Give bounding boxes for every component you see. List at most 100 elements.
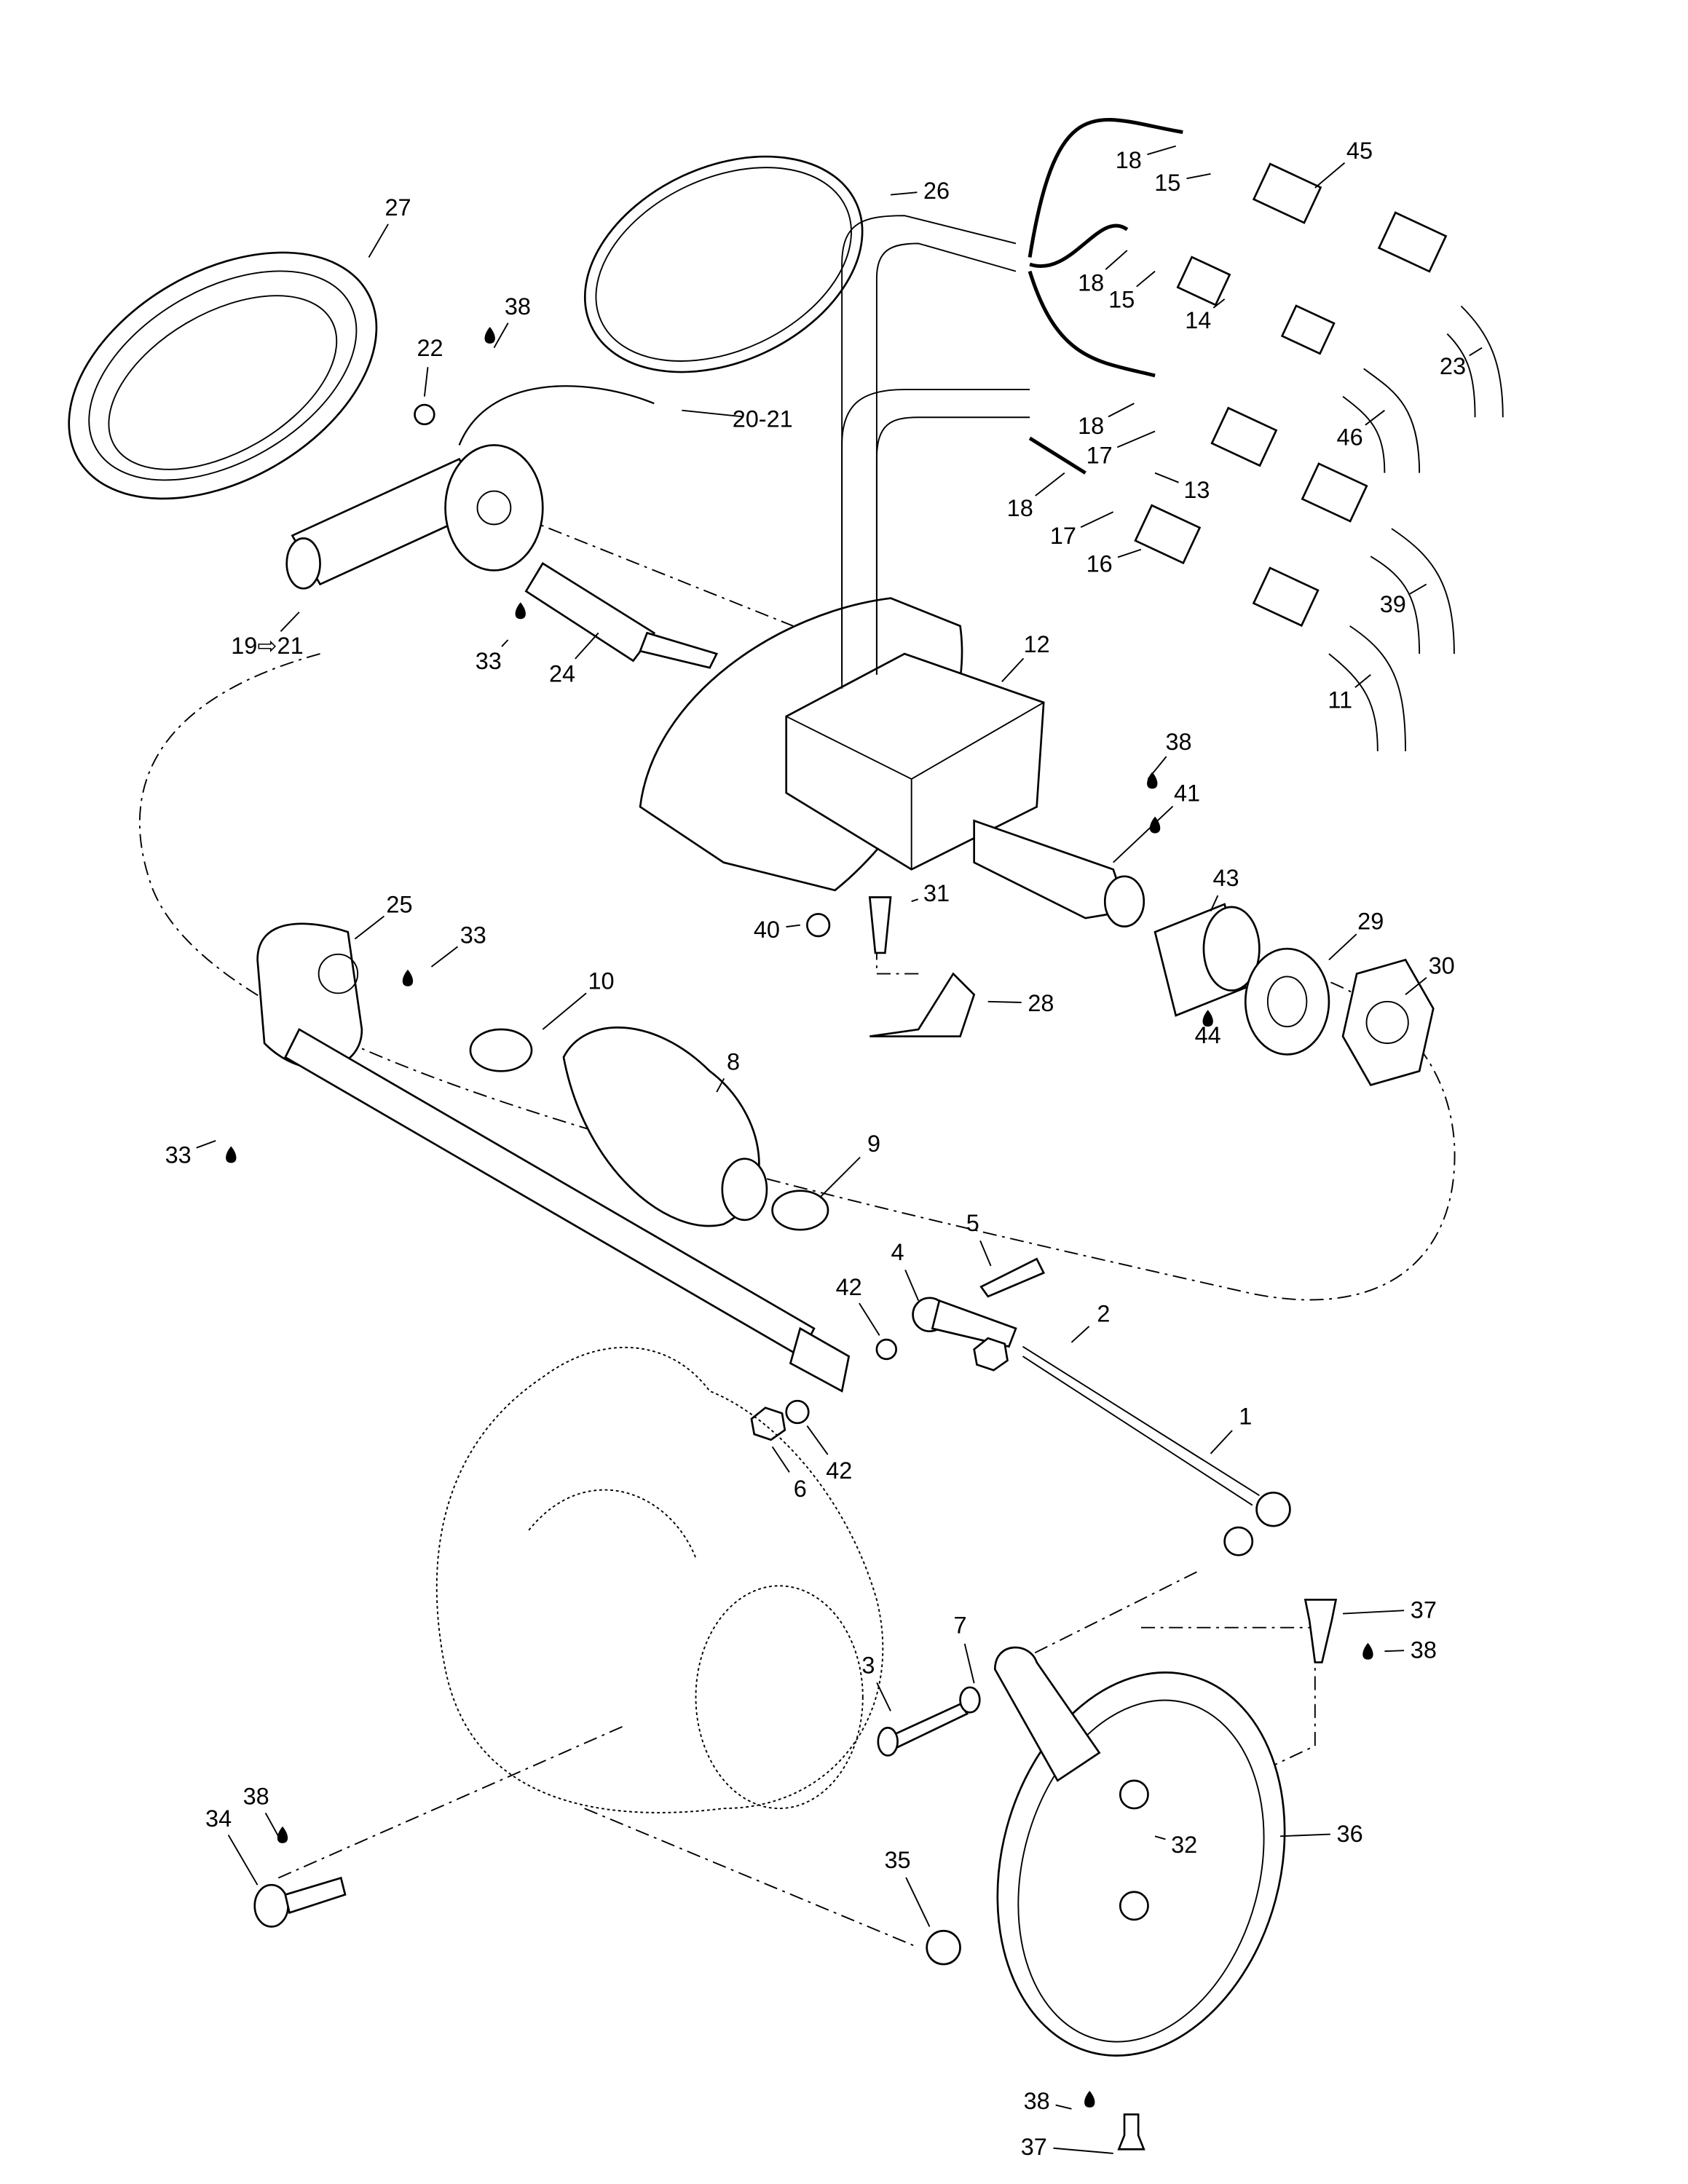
callout-38: 38 xyxy=(1165,729,1191,755)
leader-line xyxy=(280,612,300,632)
leader-line xyxy=(264,1812,280,1837)
lubricant-markers xyxy=(226,327,1373,2108)
callout-1: 1 xyxy=(1239,1404,1252,1430)
callout-28: 28 xyxy=(1028,990,1054,1016)
oil-drop-icon xyxy=(226,1146,237,1163)
leader-line xyxy=(430,946,459,968)
callout-37: 37 xyxy=(1411,1597,1437,1623)
leader-line xyxy=(493,323,509,349)
callout-12: 12 xyxy=(1024,631,1050,657)
leader-line xyxy=(1365,409,1385,426)
callout-16: 16 xyxy=(1086,550,1113,577)
part-12-actuator-housing xyxy=(639,215,1145,927)
oil-drop-icon xyxy=(1149,816,1161,834)
callout-23: 23 xyxy=(1440,353,1466,379)
callout-labels: 123456789101112131415151617171818181819⇨… xyxy=(165,138,1466,2160)
callout-36: 36 xyxy=(1337,1821,1363,1847)
leader-line xyxy=(1314,162,1346,189)
leader-line xyxy=(1280,1833,1330,1837)
leader-line xyxy=(806,1425,829,1455)
callout-44: 44 xyxy=(1195,1022,1221,1048)
callout-3: 3 xyxy=(861,1653,875,1679)
part-25-shaft-bracket xyxy=(256,922,851,1393)
callout-33: 33 xyxy=(165,1142,192,1168)
leader-line xyxy=(1342,1610,1405,1615)
callout-5: 5 xyxy=(966,1210,979,1236)
leader-line xyxy=(1210,1430,1233,1455)
callout-17: 17 xyxy=(1086,442,1113,468)
callout-15: 15 xyxy=(1154,170,1180,196)
leader-line xyxy=(890,191,918,196)
callout-18: 18 xyxy=(1007,495,1033,521)
callout-27: 27 xyxy=(385,194,411,221)
callout-38: 38 xyxy=(243,1783,269,1809)
callout-43: 43 xyxy=(1212,865,1239,891)
leader-line xyxy=(979,1240,992,1267)
leader-line xyxy=(1055,2104,1072,2110)
leader-line xyxy=(354,915,384,940)
oil-drop-icon xyxy=(1147,772,1158,789)
callout-11: 11 xyxy=(1328,687,1352,713)
leader-line xyxy=(682,409,744,418)
callout-38: 38 xyxy=(1411,1637,1437,1663)
callout-41: 41 xyxy=(1174,780,1200,807)
leader-line xyxy=(196,1139,216,1149)
leader-line xyxy=(1210,895,1219,911)
linkage xyxy=(750,1257,1291,1556)
leader-lines xyxy=(196,145,1483,2154)
part-37-screw-bottom xyxy=(1117,2113,1145,2151)
leader-line xyxy=(1113,805,1174,863)
leader-line xyxy=(542,992,587,1030)
callout-42: 42 xyxy=(836,1274,862,1300)
leader-line xyxy=(963,1643,975,1684)
leader-line xyxy=(1116,430,1156,448)
callout-18: 18 xyxy=(1116,147,1142,173)
callout-32: 32 xyxy=(1171,1832,1197,1858)
callout-40: 40 xyxy=(754,917,780,943)
oil-drop-icon xyxy=(277,1826,288,1843)
leader-line xyxy=(859,1302,880,1336)
callout-7: 7 xyxy=(954,1612,967,1638)
leader-line xyxy=(786,924,800,928)
leader-line xyxy=(1035,472,1065,496)
callout-20-21: 20-21 xyxy=(733,406,793,432)
leader-line xyxy=(904,1269,920,1302)
leader-line xyxy=(1186,173,1211,180)
leader-line xyxy=(1070,1326,1090,1343)
assembly-guide-lines xyxy=(138,486,1456,1949)
callout-29: 29 xyxy=(1357,908,1384,934)
leader-line xyxy=(1136,270,1156,288)
leader-line xyxy=(1053,2147,1113,2154)
leader-line xyxy=(227,1835,259,1886)
part-28-bracket xyxy=(869,972,976,1037)
leader-line xyxy=(1117,548,1142,558)
parts-3-7 xyxy=(877,1686,981,1757)
part-8-boot xyxy=(562,1026,768,1227)
leader-line xyxy=(1154,472,1179,483)
part-34-bolt xyxy=(253,1876,347,1928)
leader-line xyxy=(1105,250,1128,270)
leader-line xyxy=(876,1682,891,1712)
callout-25: 25 xyxy=(386,892,412,918)
callout-26: 26 xyxy=(923,178,950,204)
callout-24: 24 xyxy=(549,660,575,687)
leader-line xyxy=(1328,933,1357,961)
part-10-clamp xyxy=(469,1028,533,1072)
leader-line xyxy=(368,223,389,258)
leader-line xyxy=(716,1077,725,1093)
callout-37: 37 xyxy=(1021,2134,1047,2160)
leader-line xyxy=(1384,1650,1405,1653)
callout-2: 2 xyxy=(1097,1300,1110,1326)
callout-8: 8 xyxy=(727,1048,740,1075)
callout-33: 33 xyxy=(476,648,502,674)
callout-46: 46 xyxy=(1337,424,1363,450)
leader-line xyxy=(1469,347,1483,357)
jet-pump-reference xyxy=(435,1346,884,1813)
callout-1921: 19⇨21 xyxy=(231,633,303,659)
callout-18: 18 xyxy=(1078,413,1104,439)
callout-30: 30 xyxy=(1429,953,1455,979)
callout-4: 4 xyxy=(891,1239,904,1265)
oil-drop-icon xyxy=(1362,1642,1373,1660)
callout-10: 10 xyxy=(588,968,614,994)
